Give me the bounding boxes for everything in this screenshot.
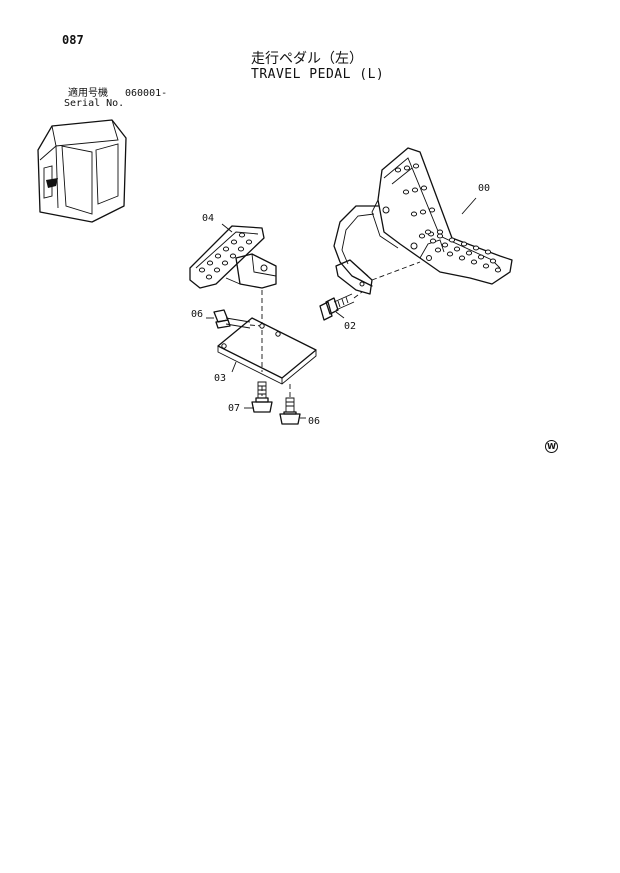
page-number: 087 — [62, 33, 84, 47]
serial-label-english: Serial No. — [64, 98, 125, 109]
tread-hole — [472, 245, 480, 251]
tread-hole — [198, 267, 206, 273]
callout-06-lower: 06 — [308, 416, 321, 427]
tread-hole — [230, 239, 238, 245]
pedal-bracket — [333, 205, 379, 295]
tread-hole — [453, 246, 461, 252]
tread-hole — [221, 260, 229, 266]
tread-hole — [448, 237, 456, 243]
tread-hole — [214, 253, 222, 259]
tread-hole — [489, 258, 497, 264]
callout-04: 04 — [202, 213, 215, 224]
tread-hole — [229, 253, 237, 259]
plate-03 — [217, 317, 317, 385]
tread-hole — [428, 207, 436, 213]
tread-hole — [418, 233, 426, 239]
tread-hole — [419, 209, 427, 215]
leader-04 — [221, 223, 233, 233]
tread-hole — [436, 229, 444, 235]
cab-thumbnail — [37, 119, 127, 223]
tread-hole — [494, 267, 502, 273]
tread-hole — [411, 187, 419, 193]
tread-hole — [446, 251, 454, 257]
pedal-pad-04 — [189, 225, 277, 289]
bolt-06-upper — [213, 309, 263, 329]
tread-hole — [429, 238, 437, 244]
tread-hole — [420, 185, 428, 191]
tread-hole — [205, 274, 213, 280]
tread-hole — [213, 267, 221, 273]
tread-hole — [434, 247, 442, 253]
tread-hole — [410, 211, 418, 217]
bolt-07 — [251, 381, 273, 413]
tread-hole — [441, 242, 449, 248]
leader-line-pedal — [371, 261, 421, 281]
bolt-02 — [319, 291, 363, 321]
leader-00 — [461, 197, 477, 215]
tread-hole — [206, 260, 214, 266]
callout-02: 02 — [344, 321, 357, 332]
tread-hole — [222, 246, 230, 252]
tread-hole — [403, 165, 411, 171]
title-japanese: 走行ペダル（左） — [251, 51, 363, 67]
leader-02 — [335, 311, 345, 319]
serial-label-japanese: 適用号機 — [68, 88, 108, 99]
callout-03: 03 — [214, 373, 227, 384]
tread-hole — [245, 239, 253, 245]
tread-hole — [237, 246, 245, 252]
tread-hole — [477, 254, 485, 260]
tread-hole — [484, 249, 492, 255]
tread-hole — [424, 229, 432, 235]
title-english: TRAVEL PEDAL (L) — [251, 67, 385, 82]
leader-03 — [231, 361, 237, 373]
tread-hole — [458, 255, 466, 261]
tread-hole — [402, 189, 410, 195]
tread-hole — [470, 259, 478, 265]
bolt-06-lower — [279, 397, 301, 425]
travel-pedal-00 — [371, 147, 513, 285]
tread-hole — [238, 232, 246, 238]
callout-07: 07 — [228, 403, 241, 414]
callout-06-upper: 06 — [191, 309, 204, 320]
callout-00: 00 — [478, 183, 491, 194]
tread-hole — [394, 167, 402, 173]
w-circle-mark: W — [545, 440, 558, 453]
tread-hole — [436, 233, 444, 239]
tread-hole — [460, 241, 468, 247]
tread-hole — [465, 250, 473, 256]
tread-hole — [412, 163, 420, 169]
tread-hole — [482, 263, 490, 269]
serial-number-value: 060001- — [125, 88, 168, 99]
